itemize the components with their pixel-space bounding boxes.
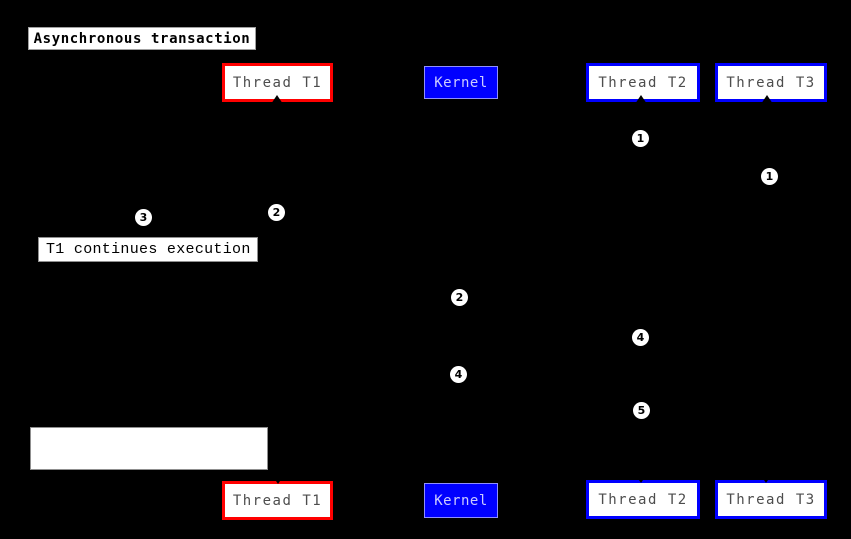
note-text: T1 continues execution bbox=[46, 241, 251, 258]
participant-label-thread-t1: Thread T1 bbox=[232, 492, 323, 509]
participant-label-thread-t1: Thread T1 bbox=[232, 74, 323, 91]
participant-kernel-bottom: Kernel bbox=[424, 483, 498, 518]
lifeline-arrowhead-t3-top bbox=[761, 95, 773, 104]
participant-label-thread-t2: Thread T2 bbox=[598, 74, 688, 91]
step-marker-number: 2 bbox=[272, 206, 281, 219]
diagram-title: Asynchronous transaction bbox=[28, 27, 256, 50]
participant-label-thread-t3: Thread T3 bbox=[726, 74, 816, 91]
step-marker-number: 1 bbox=[636, 132, 645, 145]
step-marker: 4 bbox=[450, 366, 467, 383]
step-marker: 2 bbox=[451, 289, 468, 306]
step-marker-number: 3 bbox=[139, 211, 148, 224]
lifeline-arrowhead-t2-top bbox=[635, 95, 647, 104]
participant-thread-t3-bottom: Thread T3 bbox=[715, 480, 827, 519]
step-marker-number: 5 bbox=[637, 404, 646, 417]
step-marker-number: 2 bbox=[455, 291, 464, 304]
step-marker: 5 bbox=[633, 402, 650, 419]
participant-label-thread-t2: Thread T2 bbox=[598, 491, 688, 508]
participant-kernel-top: Kernel bbox=[424, 66, 498, 99]
participant-label-kernel: Kernel bbox=[434, 74, 488, 91]
note-t1-continues-execution: T1 continues execution bbox=[38, 237, 258, 262]
step-marker-number: 1 bbox=[765, 170, 774, 183]
step-marker: 2 bbox=[268, 204, 285, 221]
participant-label-kernel: Kernel bbox=[434, 492, 488, 509]
step-marker-number: 4 bbox=[636, 331, 645, 344]
participant-label-thread-t3: Thread T3 bbox=[726, 491, 816, 508]
lifeline-arrowhead-t3-bottom bbox=[760, 474, 772, 483]
lifeline-arrowhead-t1-bottom bbox=[272, 475, 284, 484]
lifeline-arrowhead-t1-top bbox=[271, 95, 283, 104]
step-marker: 1 bbox=[761, 168, 778, 185]
participant-thread-t1-bottom: Thread T1 bbox=[222, 481, 333, 520]
participant-thread-t2-bottom: Thread T2 bbox=[586, 480, 700, 519]
step-marker: 4 bbox=[632, 329, 649, 346]
step-marker-number: 4 bbox=[454, 368, 463, 381]
step-marker: 3 bbox=[135, 209, 152, 226]
lifeline-arrowhead-t2-bottom bbox=[635, 474, 647, 483]
step-marker: 1 bbox=[632, 130, 649, 147]
note-empty bbox=[30, 427, 268, 470]
